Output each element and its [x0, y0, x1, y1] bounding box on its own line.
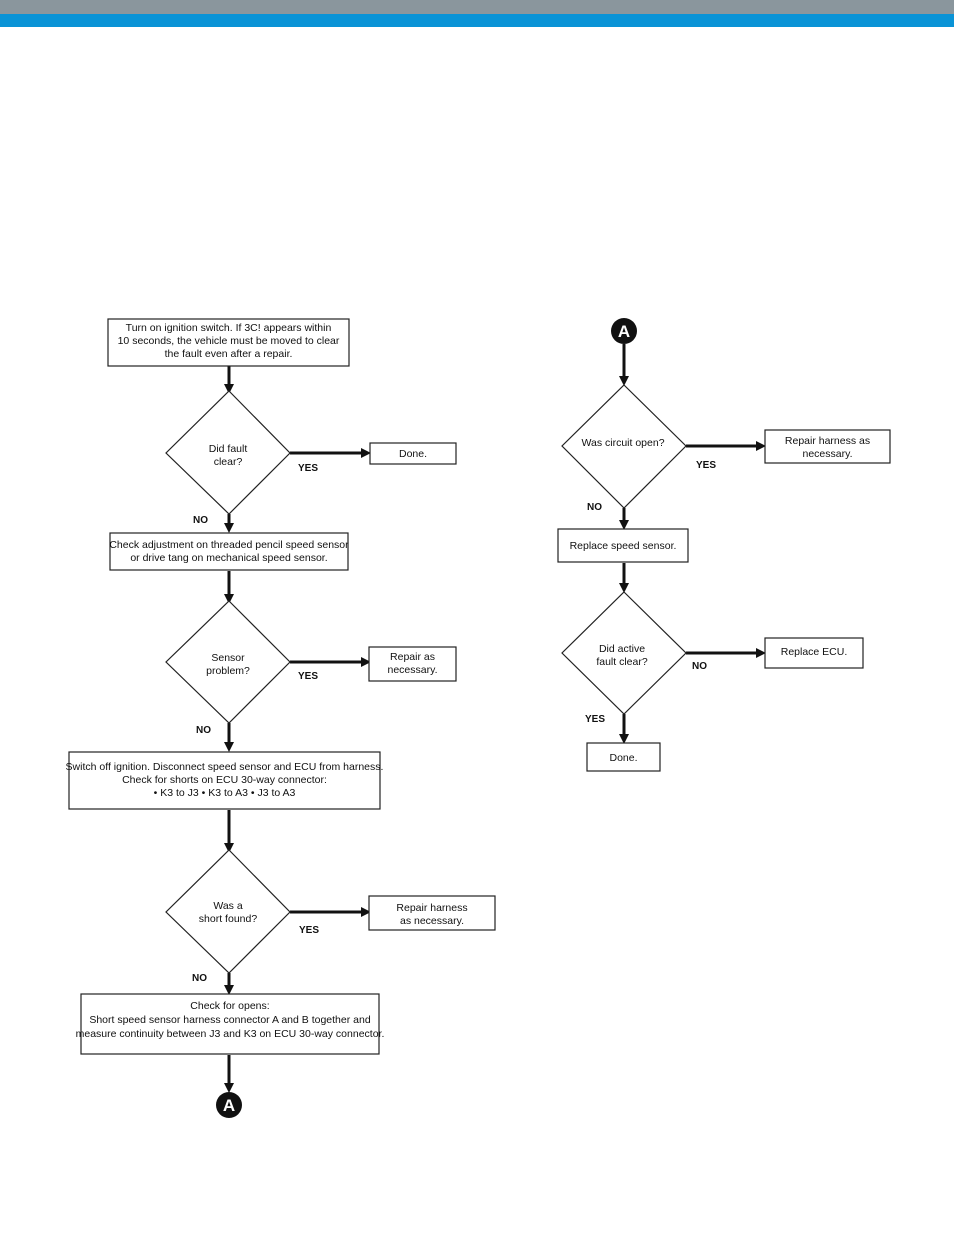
decision-active-fault-clear: Did active fault clear? [561, 591, 687, 715]
fault-yes-label: YES [298, 463, 318, 474]
repair-harness-box-left: Repair harness as necessary. [368, 895, 496, 931]
svg-text:Check for shorts on ECU 30-way: Check for shorts on ECU 30-way connector… [122, 774, 327, 786]
svg-text:A: A [618, 322, 630, 341]
svg-text:Did fault: Did fault [209, 443, 248, 455]
circuit-no-label: NO [587, 502, 602, 513]
svg-text:fault clear?: fault clear? [596, 656, 648, 668]
svg-text:Turn on ignition switch. If 3: Turn on ignition switch. If 3C! appears … [126, 322, 332, 334]
decision-circuit-open: Was circuit open? [561, 384, 687, 509]
svg-text:A: A [223, 1096, 235, 1115]
sensor-yes-label: YES [298, 671, 318, 682]
svg-text:necessary.: necessary. [388, 664, 438, 676]
connector-a-top: A [611, 318, 637, 344]
svg-text:Sensor: Sensor [211, 652, 245, 664]
start-box: Turn on ignition switch. If 3C! appears … [107, 318, 350, 367]
svg-text:Did active: Did active [599, 643, 645, 655]
svg-text:Repair harness as: Repair harness as [785, 435, 870, 447]
done-box-right: Done. [586, 742, 661, 772]
header-gray-bar [0, 0, 954, 14]
sensor-no-label: NO [196, 725, 211, 736]
decision-sensor-problem: Sensor problem? [165, 600, 291, 724]
replace-ecu-box: Replace ECU. [764, 637, 864, 669]
switch-off-ignition-box: Switch off ignition. Disconnect speed se… [66, 751, 384, 810]
short-no-label: NO [192, 973, 207, 984]
connector-a-bottom: A [216, 1092, 242, 1118]
svg-text:Replace ECU.: Replace ECU. [781, 646, 848, 658]
check-adjustment-box: Check adjustment on threaded pencil spee… [109, 532, 349, 571]
fault-no-label: NO [193, 515, 208, 526]
circuit-yes-label: YES [696, 460, 716, 471]
svg-text:clear?: clear? [214, 456, 243, 468]
header-blue-bar [0, 14, 954, 27]
svg-text:short found?: short found? [199, 913, 258, 925]
svg-text:Was a: Was a [213, 900, 243, 912]
svg-text:problem?: problem? [206, 665, 250, 677]
decision-fault-clear: Did fault clear? [165, 390, 291, 515]
svg-text:10 seconds, the vehicle must b: 10 seconds, the vehicle must be moved to… [118, 335, 340, 347]
svg-text:Repair as: Repair as [390, 651, 435, 663]
svg-text:Done.: Done. [609, 752, 637, 764]
svg-text:• K3 to J3 • K3 to A3: • K3 to J3 • K3 to A3 • J3 to A3 [154, 787, 296, 799]
repair-as-necessary-box: Repair as necessary. [368, 646, 457, 682]
decision-short-found: Was a short found? [165, 849, 291, 974]
svg-text:Switch off ignition. Disconne: Switch off ignition. Disconnect speed se… [66, 761, 384, 773]
replace-speed-sensor-box: Replace speed sensor. [557, 528, 689, 563]
short-yes-label: YES [299, 925, 319, 936]
active-yes-label: YES [585, 714, 605, 725]
repair-harness-box-right: Repair harness as necessary. [764, 429, 891, 464]
svg-text:necessary.: necessary. [803, 448, 853, 460]
svg-text:Short speed sensor harness con: Short speed sensor harness connector A a… [89, 1014, 371, 1026]
svg-text:Done.: Done. [399, 448, 427, 460]
svg-text:Check for opens:: Check for opens: [190, 1000, 269, 1012]
svg-text:as necessary.: as necessary. [400, 915, 464, 927]
done-box-left: Done. [369, 442, 457, 465]
check-for-opens-box: Check for opens: Short speed sensor harn… [76, 993, 385, 1055]
svg-text:measure continuity between J3: measure continuity between J3 and K3 on … [76, 1028, 385, 1040]
svg-text:Was circuit open?: Was circuit open? [581, 437, 664, 449]
svg-text:the fault even after a repair.: the fault even after a repair. [165, 348, 293, 360]
svg-text:Repair harness: Repair harness [396, 902, 467, 914]
svg-text:Check adjustment on threaded p: Check adjustment on threaded pencil spee… [109, 539, 349, 551]
svg-text:or drive tang on mechanical sp: or drive tang on mechanical speed sensor… [130, 552, 327, 564]
active-no-label: NO [692, 661, 707, 672]
svg-text:Replace speed sensor.: Replace speed sensor. [570, 540, 677, 552]
